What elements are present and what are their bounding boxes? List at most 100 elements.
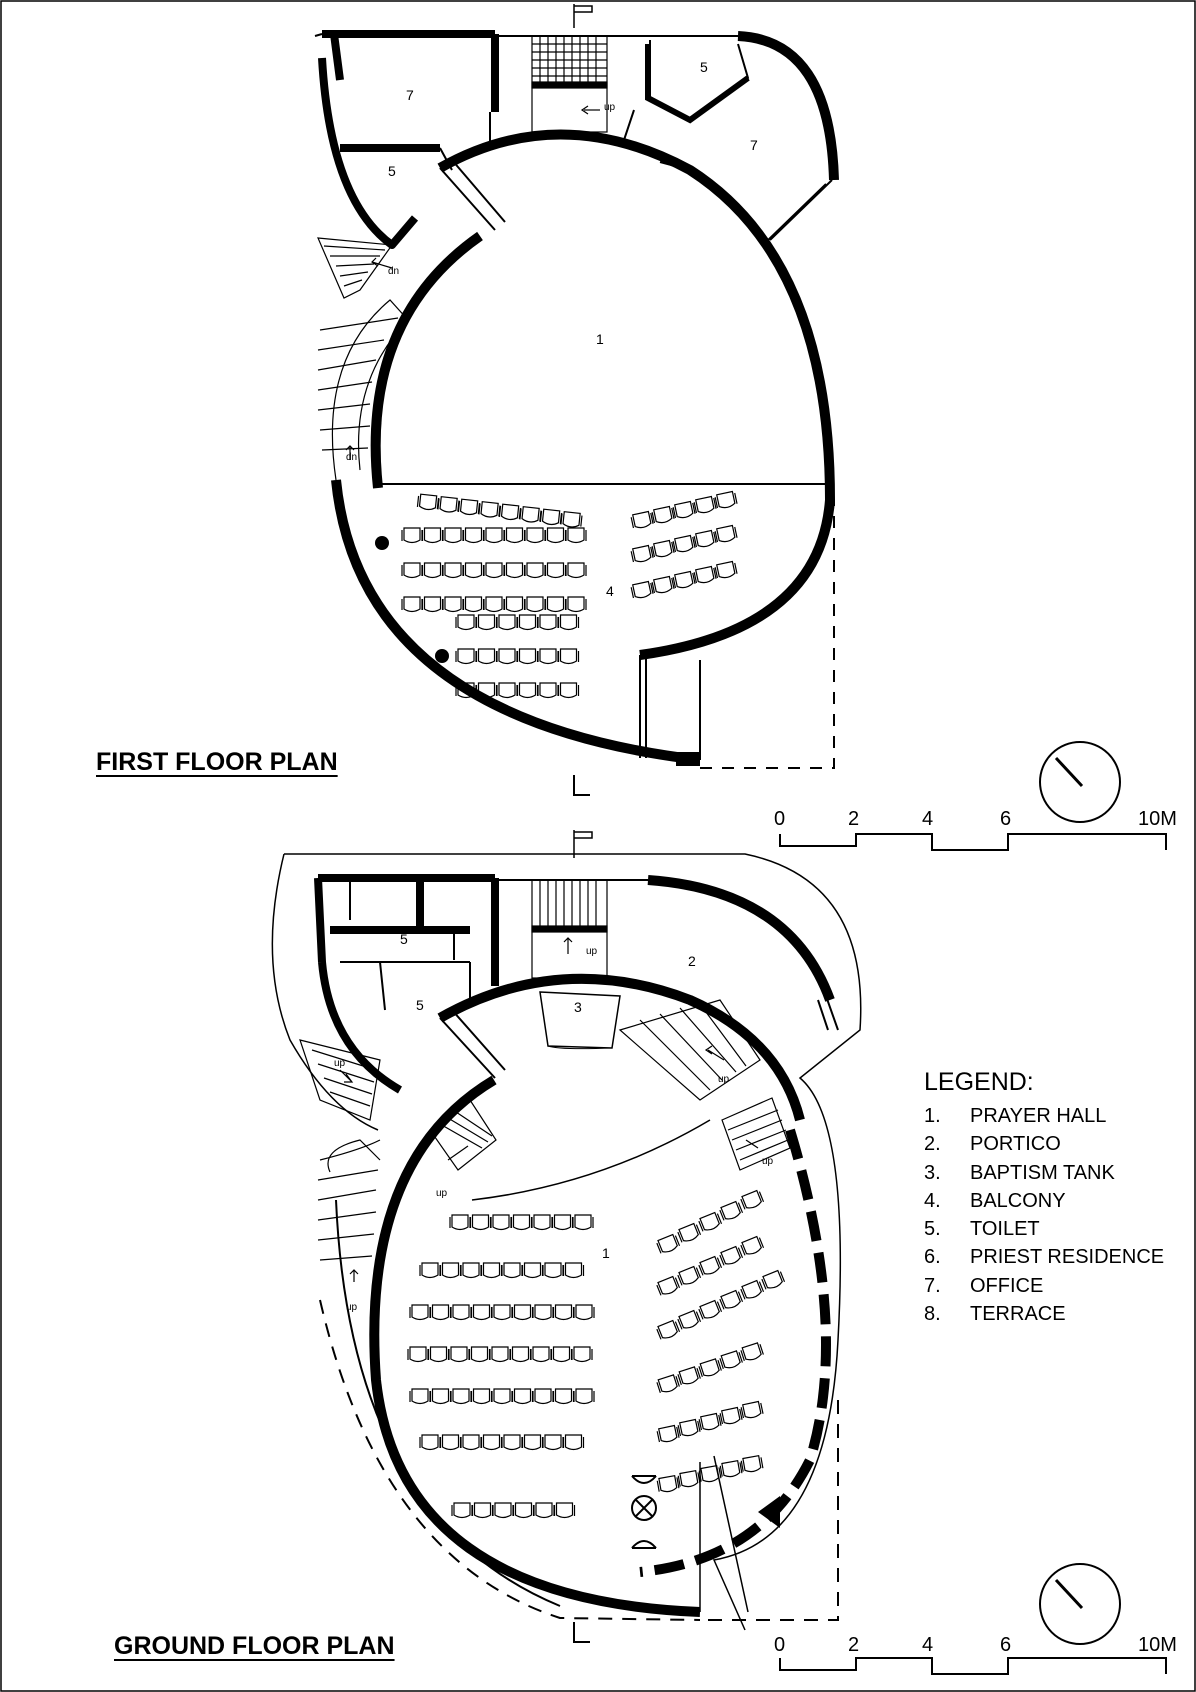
ground-dashed-edge-right bbox=[700, 1400, 839, 1621]
legend-item: 5.TOILET bbox=[924, 1218, 1164, 1246]
seat bbox=[450, 1388, 472, 1405]
entrance-arrow-icon bbox=[758, 1496, 780, 1528]
seat bbox=[698, 1211, 723, 1232]
legend-item: 7. OFFICE bbox=[924, 1275, 1164, 1303]
seat bbox=[429, 1304, 452, 1321]
seat bbox=[448, 1346, 470, 1363]
seat bbox=[521, 1434, 544, 1451]
ground-floor-title: GROUND FLOOR PLAN bbox=[114, 1632, 395, 1660]
seat bbox=[551, 1214, 574, 1231]
ground-room-3: 3 bbox=[574, 999, 582, 1015]
legend-item-label: OFFICE bbox=[970, 1274, 1044, 1297]
seat bbox=[442, 562, 464, 579]
main-stair-ground bbox=[498, 879, 648, 979]
seat bbox=[714, 524, 738, 543]
entrance-stub-walls bbox=[699, 1455, 749, 1613]
prayer-hall-wall-first bbox=[437, 129, 836, 660]
seat bbox=[457, 498, 481, 516]
seat bbox=[740, 1235, 765, 1256]
seat bbox=[421, 562, 444, 579]
seat bbox=[503, 562, 526, 579]
seat bbox=[698, 1465, 722, 1483]
seat bbox=[501, 1262, 523, 1279]
seat bbox=[677, 1366, 701, 1385]
seat bbox=[491, 1304, 513, 1321]
seat bbox=[491, 1388, 513, 1405]
seat bbox=[496, 648, 518, 665]
ground-room-2: 2 bbox=[688, 953, 696, 969]
seat bbox=[490, 1214, 512, 1231]
legend-item: 1.PRAYER HALL bbox=[924, 1105, 1164, 1133]
north-compass-first bbox=[1039, 741, 1121, 823]
seat bbox=[449, 1214, 471, 1231]
seat bbox=[496, 682, 518, 699]
scale-label-first-4: 4 bbox=[922, 808, 934, 830]
seat bbox=[498, 503, 522, 521]
seat bbox=[719, 1200, 744, 1221]
seat bbox=[460, 1434, 482, 1451]
first-room-4: 4 bbox=[606, 583, 614, 599]
seat bbox=[532, 1304, 554, 1321]
office-left-walls bbox=[318, 30, 499, 249]
seat bbox=[562, 1262, 585, 1279]
seat bbox=[475, 648, 498, 665]
seat bbox=[462, 596, 485, 613]
seat bbox=[439, 1262, 462, 1279]
seat bbox=[651, 575, 675, 594]
legend-item-label: BAPTISM TANK bbox=[970, 1161, 1115, 1184]
seat bbox=[512, 1502, 535, 1519]
legend-item: 2.PORTICO bbox=[924, 1133, 1164, 1161]
seat bbox=[451, 1502, 473, 1519]
seat bbox=[698, 1255, 723, 1276]
legend-item-num: 3. bbox=[924, 1161, 941, 1184]
seat bbox=[740, 1400, 764, 1419]
seat bbox=[421, 527, 444, 544]
seat bbox=[693, 529, 717, 548]
ground-stair-up-baptism: up bbox=[718, 1074, 730, 1085]
ground-stair-up-left: up bbox=[334, 1058, 346, 1069]
seat bbox=[672, 500, 696, 519]
seat bbox=[719, 1350, 743, 1369]
seat bbox=[407, 1346, 429, 1363]
seat bbox=[439, 1434, 462, 1451]
seat bbox=[572, 1214, 594, 1231]
portico-outline bbox=[284, 853, 862, 1631]
seat bbox=[565, 596, 587, 613]
legend-item-num: 7. bbox=[924, 1274, 941, 1297]
seat bbox=[455, 648, 477, 665]
ground-room-1: 1 bbox=[602, 1245, 610, 1261]
seat bbox=[470, 1304, 493, 1321]
seat bbox=[471, 1502, 494, 1519]
main-stair-first bbox=[498, 35, 648, 133]
seat bbox=[552, 1388, 575, 1405]
seat bbox=[462, 562, 485, 579]
scale-bar-ground bbox=[779, 1657, 1167, 1675]
seat bbox=[557, 648, 580, 665]
scale-label-first-2: 2 bbox=[848, 808, 860, 830]
seat bbox=[656, 1424, 680, 1443]
first-stair-dn-label-2: dn bbox=[346, 452, 357, 463]
seat bbox=[511, 1388, 534, 1405]
prayer-hall-wall-left-first bbox=[370, 231, 483, 489]
hall-seating bbox=[407, 1189, 786, 1519]
seat bbox=[475, 614, 498, 631]
seat bbox=[483, 562, 505, 579]
seat bbox=[503, 527, 526, 544]
seat bbox=[539, 508, 563, 526]
seat bbox=[630, 544, 654, 563]
seat bbox=[562, 1434, 585, 1451]
seat bbox=[672, 570, 696, 589]
seat bbox=[409, 1388, 431, 1405]
seat bbox=[630, 510, 654, 529]
seat bbox=[483, 527, 505, 544]
seat bbox=[719, 1406, 743, 1425]
legend-item: 4.BALCONY bbox=[924, 1190, 1164, 1218]
seat bbox=[401, 562, 423, 579]
legend-title: LEGEND: bbox=[924, 1068, 1034, 1096]
scale-bar-first bbox=[779, 833, 1167, 851]
seat bbox=[442, 596, 464, 613]
balcony-stub-walls bbox=[639, 655, 701, 761]
hall-window-gaps-ground bbox=[439, 1009, 506, 1079]
seat bbox=[550, 1346, 573, 1363]
